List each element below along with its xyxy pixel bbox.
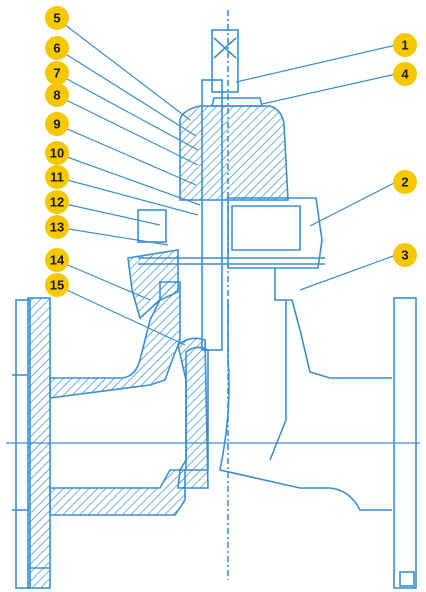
packing-housing-outline — [210, 97, 264, 107]
callout-6-label: 6 — [53, 41, 60, 56]
callout-4-label: 4 — [401, 67, 409, 82]
callout-1: 1 — [393, 33, 417, 57]
callout-13-label: 13 — [50, 220, 64, 235]
callout-1-label: 1 — [401, 38, 408, 53]
packing-housing — [179, 105, 289, 201]
callout-2: 2 — [393, 170, 417, 194]
callout-14-label: 14 — [50, 253, 65, 268]
callout-12-label: 12 — [50, 195, 64, 210]
bonnet-flange — [137, 209, 167, 243]
valve-drawing — [6, 10, 420, 589]
callout-13: 13 — [45, 215, 69, 239]
callout-9: 9 — [45, 112, 69, 136]
gate-wedge-outline — [185, 346, 209, 471]
callout-8-label: 8 — [53, 88, 60, 103]
right-bore — [219, 300, 301, 489]
callout-15-label: 15 — [50, 278, 64, 293]
callout-11: 11 — [45, 165, 69, 189]
callout-5: 5 — [45, 6, 69, 30]
callout-7: 7 — [45, 61, 69, 85]
bonnet-inner — [231, 205, 301, 251]
callout-14: 14 — [45, 248, 69, 272]
callout-2-label: 2 — [401, 175, 408, 190]
leader-lines — [55, 17, 397, 346]
stem-top — [211, 29, 239, 93]
callout-4: 4 — [393, 62, 417, 86]
callout-15: 15 — [45, 273, 69, 297]
left-body-lower-wall — [49, 469, 186, 516]
stem-top-cross-2 — [213, 37, 237, 59]
right-flange-bolt — [399, 571, 415, 587]
callout-9-label: 9 — [53, 117, 60, 132]
callout-10-label: 10 — [50, 146, 64, 161]
callout-5-label: 5 — [53, 11, 60, 26]
callout-3-label: 3 — [401, 248, 408, 263]
callout-11-label: 11 — [50, 170, 64, 185]
callout-10: 10 — [45, 141, 69, 165]
callout-3: 3 — [393, 243, 417, 267]
callout-6: 6 — [45, 36, 69, 60]
left-flange-inner — [15, 299, 31, 589]
bonnet-body — [227, 197, 323, 269]
callout-8: 8 — [45, 83, 69, 107]
callout-12: 12 — [45, 190, 69, 214]
right-body-lower — [300, 487, 392, 511]
right-body-upper — [274, 268, 392, 379]
gate-wedge-section — [177, 337, 209, 489]
callout-7-label: 7 — [53, 66, 60, 81]
callout-badges: 1 4 2 3 5 6 7 8 — [45, 6, 417, 297]
right-body-inner — [269, 300, 287, 461]
bonnet-left-section — [127, 249, 179, 320]
